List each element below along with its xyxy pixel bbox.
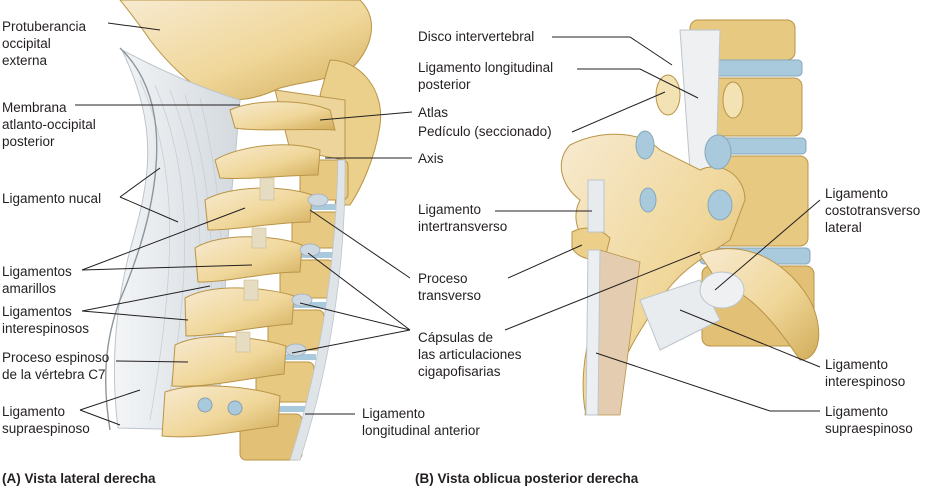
spinous-processes: [161, 101, 336, 438]
label-interspinous-ligament-b: Ligamento interespinoso: [825, 357, 906, 389]
label-atlas: Atlas: [418, 105, 449, 120]
supraspinous-ligament-b: [585, 249, 601, 416]
label-anterior-longitudinal-ligament: Ligamento longitudinal anterior: [362, 406, 480, 438]
label-zygapophyseal-capsules: Cápsulas de las articulaciones cigapofis…: [418, 330, 522, 379]
occipital-bone: [119, 0, 372, 101]
caption-panel-b: (B) Vista oblicua posterior derecha: [415, 471, 639, 486]
interspinous-ligament-b: [639, 279, 721, 351]
label-posterior-atlanto-occipital-membrane: Membrana atlanto-occipital posterior: [2, 100, 96, 149]
label-supraspinous-ligament-a: Ligamento supraespinoso: [2, 404, 90, 436]
label-posterior-longitudinal-ligament: Ligamento longitudinal posterior: [418, 60, 554, 92]
label-axis: Axis: [418, 151, 444, 166]
label-transverse-process: Proceso transverso: [418, 271, 482, 303]
anterior-longitudinal-ligament: [289, 159, 346, 461]
label-nuchal-ligament: Ligamento nucal: [2, 191, 102, 206]
label-intertransverse-ligament: Ligamento intertransverso: [418, 202, 508, 234]
intertransverse-ligament: [587, 179, 605, 233]
panel-a-illustration: [105, 0, 382, 461]
label-intervertebral-disc: Disco intervertebral: [418, 29, 535, 44]
label-external-occipital-protuberance: Protuberancia occipital externa: [2, 19, 87, 68]
costotransverse-ligament: [699, 271, 745, 309]
neck-contour: [105, 47, 158, 431]
label-supraspinous-ligament-b: Ligamento supraespinoso: [825, 404, 913, 436]
label-interspinous-ligaments: Ligamentos interespinosos: [2, 304, 90, 336]
label-ligamenta-flava: Ligamentos amarillos: [2, 264, 72, 296]
label-lateral-costotransverse-ligament: Ligamento costotransverso lateral: [825, 186, 921, 235]
caption-panel-a: (A) Vista lateral derecha: [2, 471, 156, 486]
label-c7-spinous-process: Proceso espinoso de la vértebra C7: [2, 350, 110, 382]
label-pedicle-cut: Pedículo (seccionado): [418, 124, 552, 139]
panel-b-illustration: [560, 19, 820, 416]
